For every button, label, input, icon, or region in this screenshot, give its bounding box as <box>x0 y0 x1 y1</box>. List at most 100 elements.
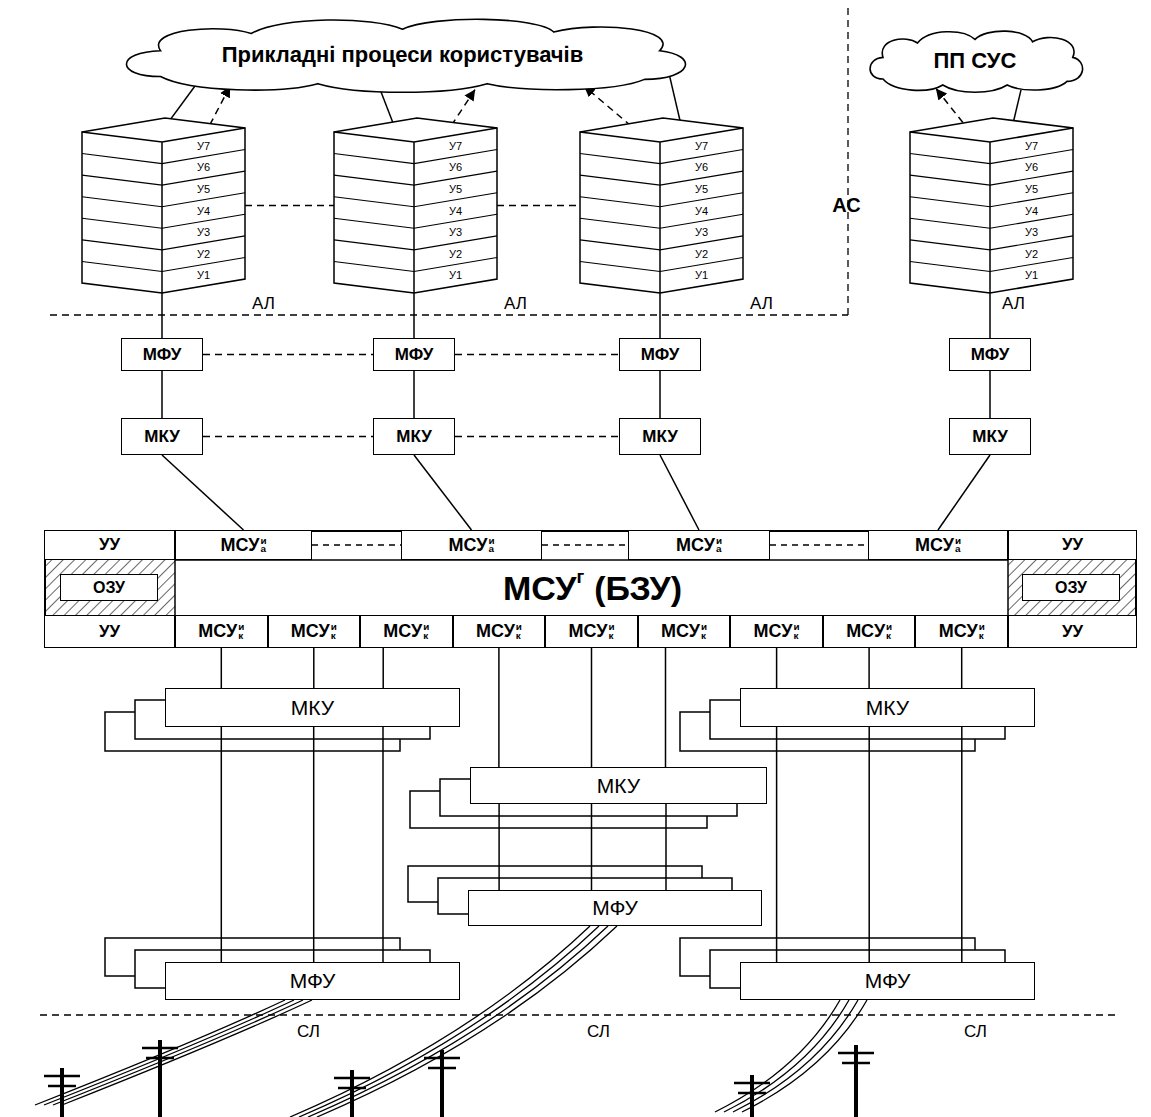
switch-module: МСУик <box>453 615 546 648</box>
switch-module: МСУиа <box>628 530 770 560</box>
node-text: МКУ <box>144 427 180 447</box>
index-marks: иа <box>716 537 722 554</box>
boundary-line <box>40 1014 1115 1015</box>
switch-module: МСУик <box>545 615 638 648</box>
layer-box: У2 <box>990 243 1073 265</box>
index-marks: ик <box>238 623 244 640</box>
stack-outline <box>334 128 497 293</box>
node-text: У4 <box>1025 205 1038 217</box>
connector-line <box>221 648 223 688</box>
stack-outline <box>334 118 497 293</box>
node-text: МСУ <box>503 569 577 608</box>
node-text: У1 <box>695 269 708 281</box>
node-text: к <box>886 632 892 640</box>
memory-box: ОЗУ <box>1022 574 1120 601</box>
layer-divider <box>910 193 1073 207</box>
connector-line <box>498 648 500 767</box>
switch-module: МСУик <box>638 615 731 648</box>
connector-line <box>497 205 580 207</box>
pole-symbol <box>750 1075 754 1117</box>
band-divider <box>770 544 868 545</box>
node-text: и <box>238 623 244 631</box>
connector-line <box>221 727 223 962</box>
node-text: МКУ <box>866 696 909 720</box>
layer-box: У3 <box>162 221 245 243</box>
node-text: МФУ <box>971 345 1010 365</box>
pole-symbol <box>734 1082 770 1085</box>
node-text: У7 <box>197 140 210 152</box>
node-text: МФУ <box>143 345 182 365</box>
node-text: МФУ <box>592 896 638 920</box>
node-text: У6 <box>449 161 462 173</box>
index-marks: иа <box>488 537 494 554</box>
layer-divider <box>334 214 497 228</box>
connector-line <box>413 371 415 418</box>
process-cloud: Прикладні процеси користувачів <box>100 12 705 98</box>
pole-symbol <box>424 1057 460 1060</box>
line-label: АЛ <box>748 294 775 314</box>
connector-line <box>659 371 661 418</box>
pole-symbol <box>338 1087 366 1090</box>
node-text: Прикладні процеси користувачів <box>222 42 584 68</box>
layer-divider <box>910 171 1073 185</box>
layer-divider <box>580 193 743 207</box>
switch-module: МСУик <box>360 615 453 648</box>
connector-line <box>776 648 778 688</box>
layer-box: У5 <box>162 178 245 200</box>
node-text: и <box>331 623 337 631</box>
layer-box: У6 <box>162 157 245 179</box>
layer-divider <box>334 193 497 207</box>
node-text: МФУ <box>865 969 911 993</box>
node-text: У1 <box>449 269 462 281</box>
cloud-outline <box>126 19 685 92</box>
node-text: МСУ <box>568 621 607 642</box>
layer-divider <box>580 214 743 228</box>
osi-stack: АСУ7У6У5У4У3У2У1 <box>82 118 245 293</box>
connector-line <box>203 354 373 356</box>
node-text: а <box>955 545 961 553</box>
node-text: МСУ <box>915 535 954 556</box>
node-text: МКУ <box>396 427 432 447</box>
stack-outline <box>580 118 743 293</box>
line-cable <box>317 926 617 1117</box>
index-marks: ик <box>423 623 429 640</box>
node-text: МКУ <box>642 427 678 447</box>
layer-box: У6 <box>660 157 743 179</box>
node-text: У7 <box>695 140 708 152</box>
module-box: МФУ <box>468 890 762 926</box>
node-text: У2 <box>449 248 462 260</box>
module-box: МКУ <box>121 418 203 455</box>
line-cable <box>53 1000 303 1105</box>
node-text: МСУ <box>676 535 715 556</box>
pole-symbol <box>146 1057 174 1060</box>
layer-divider <box>82 193 245 207</box>
node-text: У4 <box>197 205 210 217</box>
band-divider <box>312 544 401 545</box>
node-text: У5 <box>1025 183 1038 195</box>
layer-divider <box>82 150 245 164</box>
module-box: МКУ <box>949 418 1031 455</box>
layer-box: У4 <box>414 200 497 222</box>
node-text: МСУ <box>476 621 515 642</box>
connector-line <box>162 455 244 530</box>
layer-box: У3 <box>414 221 497 243</box>
pole-symbol <box>428 1067 456 1070</box>
connector-line <box>989 371 991 418</box>
switch-module: МСУиа <box>175 530 312 560</box>
index-marks: ик <box>979 623 985 640</box>
node-text: и <box>955 537 961 545</box>
layer-divider <box>580 257 743 271</box>
node-text: МСУ <box>754 621 793 642</box>
layer-divider <box>82 171 245 185</box>
layer-divider <box>580 150 743 164</box>
layer-box: У3 <box>660 221 743 243</box>
node-text: к <box>794 632 800 640</box>
layer-divider <box>910 236 1073 250</box>
node-text: ПП СУС <box>934 48 1017 74</box>
node-text: У1 <box>197 269 210 281</box>
band-divider <box>1007 560 1009 615</box>
connector-line <box>382 648 384 688</box>
layer-box: У1 <box>162 265 245 287</box>
layer-divider <box>334 257 497 271</box>
line-cable <box>290 926 590 1117</box>
